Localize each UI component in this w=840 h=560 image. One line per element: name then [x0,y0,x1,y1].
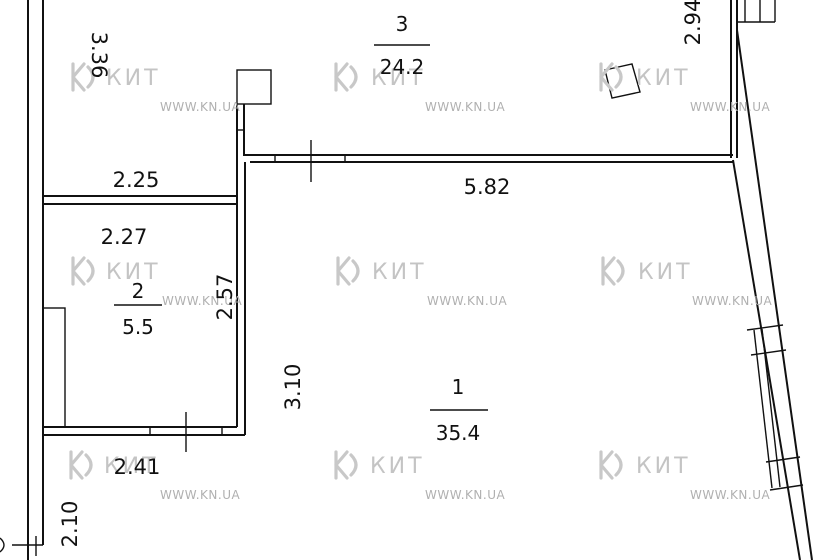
room-area: 24.2 [380,55,425,79]
room-area: 35.4 [436,421,481,445]
watermark-brand: КИТ [370,454,425,479]
room-number: 3 [396,12,409,36]
watermark-logo [69,450,93,480]
watermark-logo [71,256,95,286]
watermarks: КИТ WWW.KN.UA КИТ WWW.KN.UA КИТ WWW.KN.U… [69,62,772,502]
dimension-label: 5.82 [464,175,511,199]
watermark-logo [599,450,623,480]
dimension-label: 2.57 [213,274,237,321]
watermark-url: WWW.KN.UA [162,294,242,308]
watermark-logo [601,256,625,286]
watermark-url: WWW.KN.UA [692,294,772,308]
window-right [746,324,804,491]
watermark-brand: КИТ [104,454,159,479]
watermark-brand: КИТ [372,260,427,285]
dimension-labels: 3.36 2.94 2.25 5.82 2.27 2.57 3.10 2.41 … [58,0,705,547]
watermark-brand: КИТ [636,454,691,479]
room-label-2: 2 5.5 [114,279,162,339]
room-number: 2 [132,279,145,303]
door-room3-room1 [274,140,346,182]
shaft-square [236,69,272,105]
dimension-label: 2.25 [113,168,160,192]
dimension-label: 2.94 [681,0,705,45]
stove-icon [604,63,641,99]
dimension-label: 3.36 [87,32,111,79]
watermark-url: WWW.KN.UA [160,100,240,114]
window-top-right [737,0,776,23]
watermark-logo [599,62,623,92]
watermark-url: WWW.KN.UA [425,488,505,502]
dimension-label: 2.10 [58,501,82,548]
watermark-url: WWW.KN.UA [160,488,240,502]
room-area: 5.5 [122,315,154,339]
dimension-label: 2.27 [101,225,148,249]
watermark-logo [71,62,95,92]
right-sloped-wall-inner [732,159,801,560]
room-number: 1 [452,375,465,399]
dimension-label: 3.10 [281,364,305,411]
watermark-brand: КИТ [371,66,426,91]
watermark-url: WWW.KN.UA [427,294,507,308]
watermark-brand: КИТ [106,260,161,285]
watermark-logo [336,256,360,286]
watermark-url: WWW.KN.UA [425,100,505,114]
watermark-brand: КИТ [638,260,693,285]
door-room2 [149,412,223,452]
room-label-1: 1 35.4 [430,375,488,445]
room-label-3: 3 24.2 [374,12,430,79]
watermark-url: WWW.KN.UA [690,488,770,502]
fixture-room2 [42,307,66,428]
right-sloped-wall-outer [736,29,813,560]
walls [0,0,813,560]
watermark-url: WWW.KN.UA [690,100,770,114]
dimension-label: 2.41 [114,455,161,479]
watermark-logo [334,62,358,92]
watermark-logo [334,450,358,480]
left-edge-arc [0,537,5,553]
watermark-brand: КИТ [106,66,161,91]
watermark-brand: КИТ [636,66,691,91]
